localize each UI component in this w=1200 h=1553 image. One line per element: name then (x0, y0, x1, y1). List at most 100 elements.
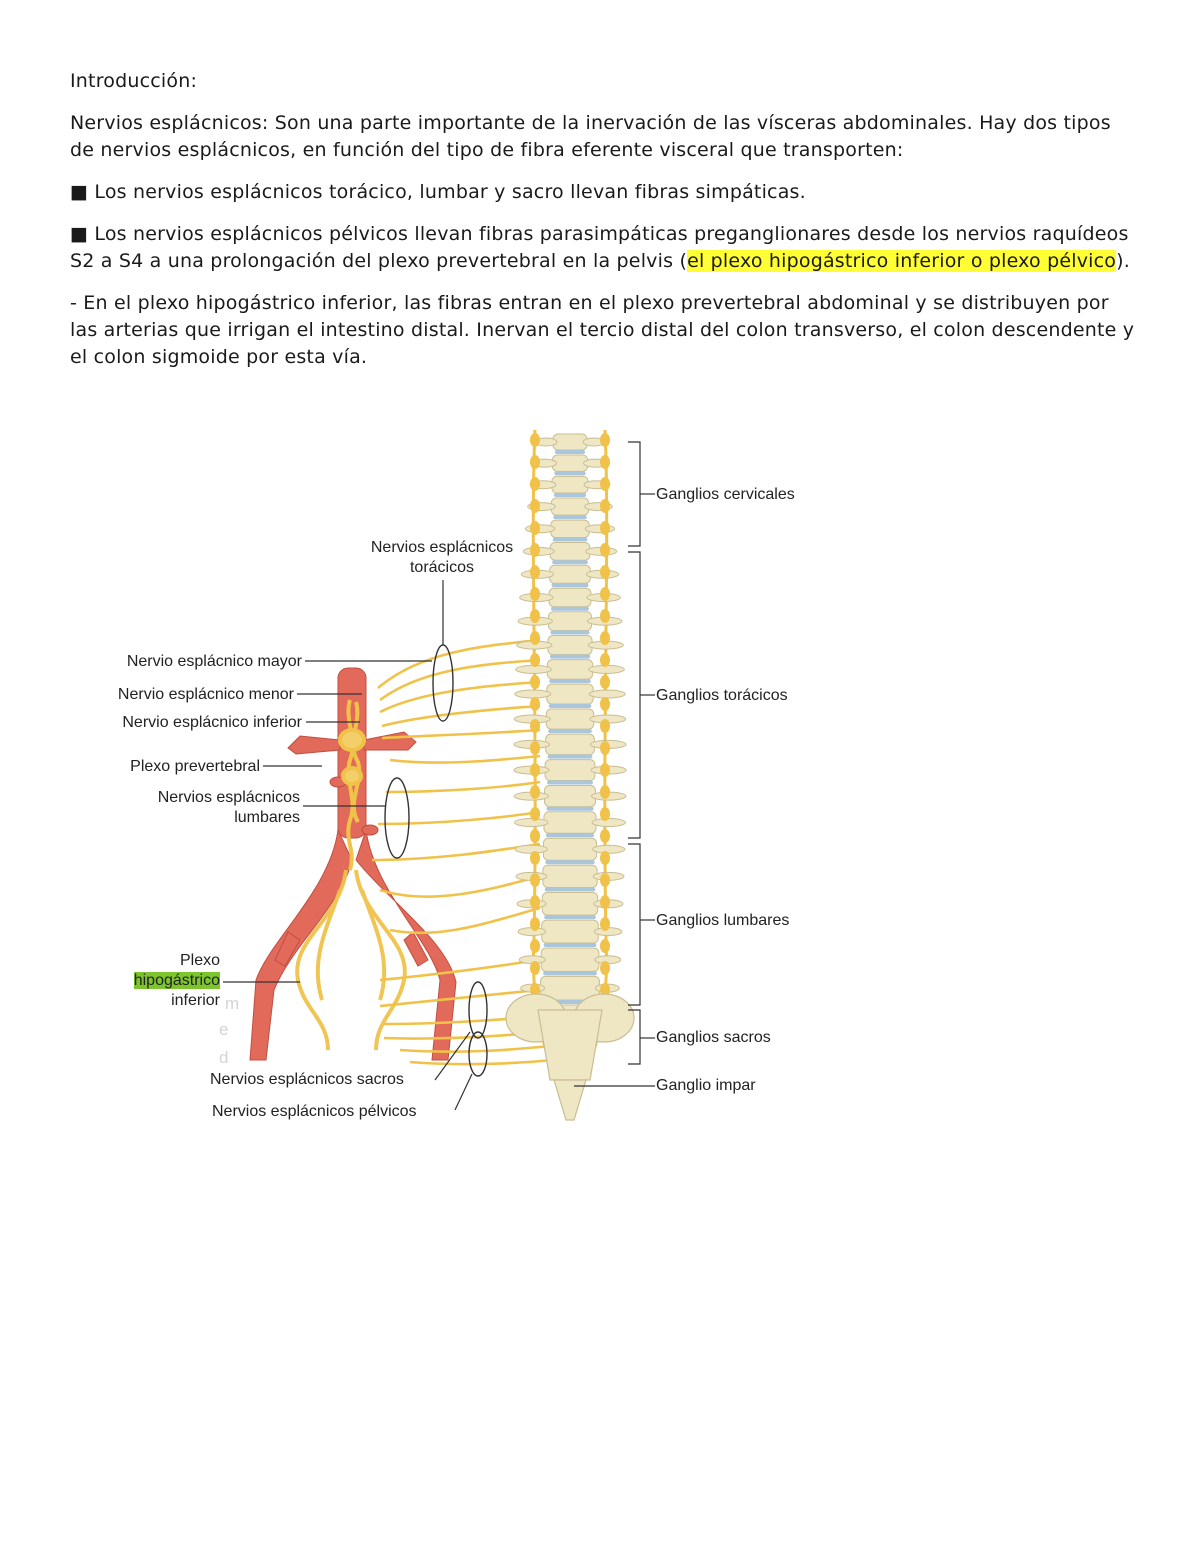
ganglion (600, 939, 610, 953)
ganglion (600, 609, 610, 623)
ganglion (530, 917, 540, 931)
ganglion (600, 961, 610, 975)
ganglion (600, 653, 610, 667)
bullet2-text: ■ Los nervios esplácnicos pélvicos lleva… (70, 223, 1129, 272)
prevertebral-plexus (338, 699, 366, 871)
ganglion (600, 917, 610, 931)
ganglion (530, 851, 540, 865)
vertebra (524, 519, 616, 542)
ganglion (600, 719, 610, 733)
label-toracicos-line1: Nervios esplácnicos (370, 539, 514, 556)
intervertebral-disc (553, 515, 587, 520)
sacrum (505, 993, 635, 1121)
ganglion (600, 565, 610, 579)
vertebra (514, 811, 626, 838)
ganglion (600, 587, 610, 601)
ganglion (530, 543, 540, 557)
intervertebral-disc (543, 971, 597, 976)
ganglion (530, 961, 540, 975)
ganglion (600, 499, 610, 513)
intervertebral-disc (544, 915, 596, 920)
label-toracicos: Nervios esplácnicos torácicos (352, 538, 532, 578)
intervertebral-disc (552, 560, 588, 565)
label-lumbares-line2: lumbares (234, 809, 300, 826)
ganglion (600, 741, 610, 755)
ganglion (600, 763, 610, 777)
anatomy-figure: // placeholder, drawn below (60, 420, 840, 1140)
label-nervio-menor: Nervio esplácnico menor (117, 686, 294, 703)
vertebra (513, 708, 627, 734)
intervertebral-disc (548, 729, 592, 734)
ganglion (600, 631, 610, 645)
intervertebral-disc (549, 654, 591, 659)
vertebra (513, 785, 627, 811)
watermark-letter-3: d (219, 1048, 229, 1067)
watermark-letter-2: e (219, 1020, 229, 1039)
ganglion (600, 455, 610, 469)
vertebra (518, 947, 622, 976)
ganglion (530, 499, 540, 513)
ganglion (530, 741, 540, 755)
ganglion (530, 895, 540, 909)
ganglion (600, 873, 610, 887)
ganglion (530, 565, 540, 579)
anatomy-illustration: // placeholder, drawn below (223, 429, 655, 1121)
bullet2-end: ). (1116, 250, 1130, 272)
vertebra (520, 564, 620, 588)
ganglion (530, 433, 540, 447)
intervertebral-disc (546, 806, 594, 811)
ganglion (530, 653, 540, 667)
ganglion (530, 939, 540, 953)
intervertebral-disc (551, 583, 589, 588)
ganglion (600, 807, 610, 821)
vertebra (514, 683, 626, 708)
vertebra (534, 433, 606, 454)
ganglion (600, 785, 610, 799)
ganglion (530, 675, 540, 689)
label-ganglios-sacros: Ganglios sacros (656, 1029, 771, 1046)
intervertebral-disc (553, 493, 587, 498)
leader-lines (223, 441, 655, 1111)
vertebra (527, 497, 613, 520)
label-ganglio-impar: Ganglio impar (656, 1077, 756, 1094)
intervertebral-disc (551, 606, 589, 611)
ganglion (600, 697, 610, 711)
bullet-parasympathetic: ■ Los nervios esplácnicos pélvicos lleva… (70, 221, 1140, 275)
ganglion (530, 455, 540, 469)
label-plexo-line1: Plexo (179, 952, 220, 969)
ganglion (530, 631, 540, 645)
intervertebral-disc (544, 887, 596, 892)
ganglion (530, 477, 540, 491)
label-lumbares-line1: Nervios esplácnicos (157, 789, 300, 806)
label-pelvicos: Nervios esplácnicos pélvicos (212, 1103, 417, 1120)
ganglion (530, 719, 540, 733)
intervertebral-disc (552, 537, 588, 542)
label-lumbares: Nervios esplácnicos lumbares (60, 788, 300, 828)
ganglion (530, 697, 540, 711)
ganglion (600, 543, 610, 557)
ganglion (530, 587, 540, 601)
vertebrae (513, 433, 627, 1033)
label-nervio-inferior: Nervio esplácnico inferior (122, 714, 302, 731)
intervertebral-disc (543, 943, 597, 948)
intervertebral-disc (545, 860, 595, 865)
vertebra (514, 837, 626, 865)
label-plexo-prevertebral: Plexo prevertebral (130, 758, 260, 775)
paragraph-hypogastric: - En el plexo hipogástrico inferior, las… (70, 292, 1135, 368)
label-plexo-hipogastrico: Plexo hipogástrico inferior (60, 951, 220, 1011)
intervertebral-disc (554, 471, 586, 476)
label-plexo-line2: hipogástrico (133, 972, 220, 989)
ganglion (530, 785, 540, 799)
ganglion (530, 521, 540, 535)
paragraph-splanchnic: Nervios esplácnicos: Son una parte impor… (70, 112, 1111, 161)
ganglion (600, 829, 610, 843)
bullet-sympathetic: ■ Los nervios esplácnicos torácico, lumb… (70, 181, 806, 203)
label-nervio-mayor: Nervio esplácnico mayor (126, 653, 302, 670)
intervertebral-disc (549, 679, 591, 684)
vertebra (532, 454, 608, 476)
intervertebral-disc (548, 703, 592, 708)
intervertebral-disc (555, 450, 585, 454)
ganglion (530, 873, 540, 887)
text-content: Introducción: Nervios esplácnicos: Son u… (70, 68, 1140, 386)
